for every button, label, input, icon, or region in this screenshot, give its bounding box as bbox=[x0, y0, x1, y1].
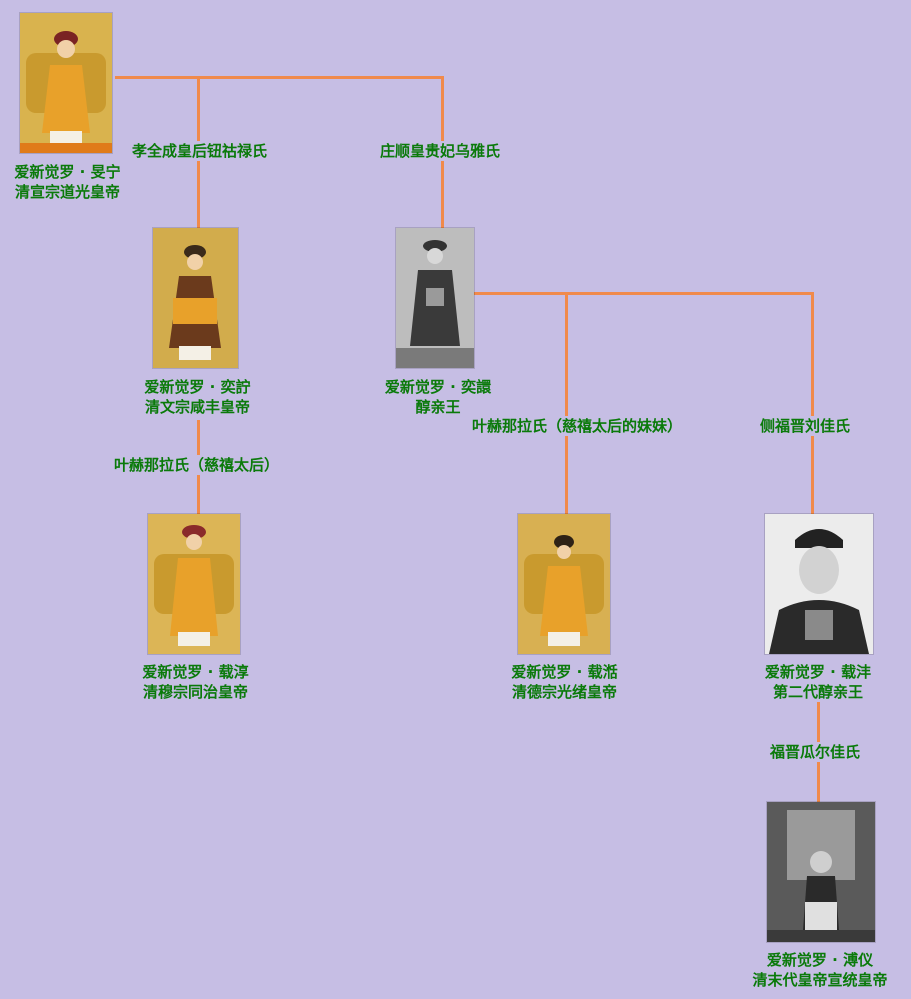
person-title: 清末代皇帝宣统皇帝 bbox=[752, 971, 888, 989]
connector-line bbox=[565, 292, 568, 514]
person-name: 爱新觉罗 · 溥仪 bbox=[766, 951, 874, 969]
person-title: 清穆宗同治皇帝 bbox=[142, 683, 248, 701]
person-title: 清德宗光绪皇帝 bbox=[511, 683, 617, 701]
person-title: 清文宗咸丰皇帝 bbox=[144, 398, 250, 416]
person-caption-daoguang: 爱新觉罗 · 旻宁 清宣宗道光皇帝 bbox=[0, 162, 135, 202]
spouse-label-xiaoquan: 孝全成皇后钮祜禄氏 bbox=[128, 141, 272, 161]
spouse-label-guaerjia: 福晋瓜尔佳氏 bbox=[766, 742, 865, 762]
person-caption-xianfeng: 爱新觉罗 · 奕詝 清文宗咸丰皇帝 bbox=[120, 377, 275, 417]
person-caption-chun1: 爱新觉罗 · 奕譞 醇亲王 bbox=[363, 377, 513, 417]
portrait-guangxu bbox=[518, 514, 610, 654]
person-title: 清宣宗道光皇帝 bbox=[14, 183, 120, 201]
portrait-tongzhi bbox=[148, 514, 240, 654]
spouse-label-zhuangshun: 庄顺皇贵妃乌雅氏 bbox=[376, 141, 505, 161]
portrait-puyi bbox=[767, 802, 875, 942]
portrait-chun1 bbox=[396, 228, 474, 368]
person-caption-guangxu: 爱新觉罗 · 载湉 清德宗光绪皇帝 bbox=[487, 662, 642, 702]
spouse-label-liu: 侧福晋刘佳氏 bbox=[756, 416, 855, 436]
spouse-label-cixi-sister: 叶赫那拉氏（慈禧太后的妹妹） bbox=[468, 416, 687, 436]
connector-line bbox=[474, 292, 813, 295]
portrait-daoguang bbox=[20, 13, 112, 153]
connector-line bbox=[115, 76, 443, 79]
emperor-portrait-icon bbox=[148, 514, 240, 654]
person-title: 醇亲王 bbox=[415, 398, 461, 416]
emperor-portrait-icon bbox=[518, 514, 610, 654]
spouse-label-cixi: 叶赫那拉氏（慈禧太后） bbox=[110, 455, 284, 475]
emperor-portrait-icon bbox=[20, 13, 112, 153]
person-name: 爱新觉罗 · 奕詝 bbox=[144, 378, 251, 396]
person-name: 爱新觉罗 · 载沣 bbox=[764, 663, 872, 681]
person-name: 爱新觉罗 · 奕譞 bbox=[384, 378, 492, 396]
person-name: 爱新觉罗 · 旻宁 bbox=[14, 163, 121, 181]
child-photo-icon bbox=[767, 802, 875, 942]
person-name: 爱新觉罗 · 载湉 bbox=[511, 663, 618, 681]
person-caption-chun2: 爱新觉罗 · 载沣 第二代醇亲王 bbox=[743, 662, 893, 702]
person-caption-tongzhi: 爱新觉罗 · 载淳 清穆宗同治皇帝 bbox=[118, 662, 273, 702]
prince-photo-icon bbox=[396, 228, 474, 368]
connector-line bbox=[811, 292, 814, 514]
prince-photo-icon bbox=[765, 514, 873, 654]
person-title: 第二代醇亲王 bbox=[772, 683, 863, 701]
emperor-portrait-icon bbox=[153, 228, 238, 368]
portrait-xianfeng bbox=[153, 228, 238, 368]
person-name: 爱新觉罗 · 载淳 bbox=[142, 663, 249, 681]
person-caption-puyi: 爱新觉罗 · 溥仪 清末代皇帝宣统皇帝 bbox=[731, 950, 909, 990]
portrait-chun2 bbox=[765, 514, 873, 654]
